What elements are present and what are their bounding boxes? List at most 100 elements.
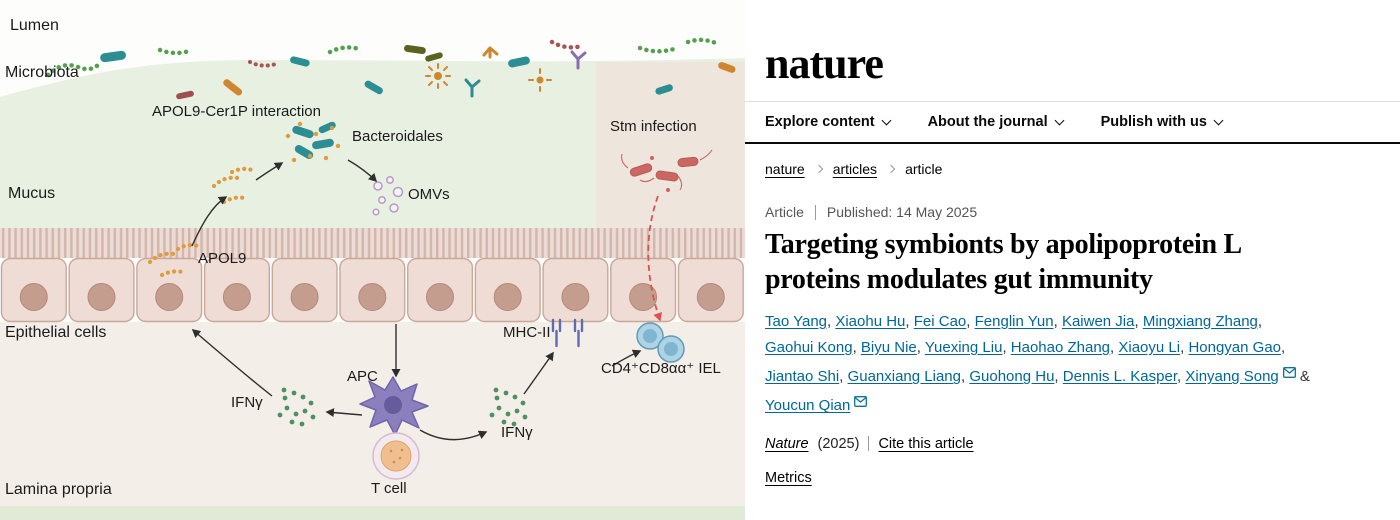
author-ampersand: &: [1295, 368, 1310, 386]
figure-panel: Lumen Microbiota Mucus Epithelial cells …: [0, 17, 745, 520]
t-cell: [372, 432, 420, 480]
nav-explore-content[interactable]: Explore content: [765, 114, 892, 131]
author-link[interactable]: Dennis L. Kasper: [1062, 368, 1178, 386]
annotation-bacteroidales: Bacteroidales: [352, 128, 443, 145]
journal-year: (2025): [817, 435, 860, 452]
annotation-apol9-cer1p: APOL9-Cer1P interaction: [152, 103, 321, 120]
nav-label: About the journal: [927, 114, 1048, 131]
author-link[interactable]: Xiaohu Hu: [835, 312, 906, 330]
author-link[interactable]: Xiaoyu Li: [1118, 338, 1181, 356]
author-link[interactable]: Mingxiang Zhang: [1142, 312, 1258, 330]
stm-bacteria: [621, 149, 713, 192]
gut-immunity-figure: Lumen Microbiota Mucus Epithelial cells …: [0, 17, 745, 520]
apol9-cer1p-molecules: [211, 166, 255, 205]
author-link[interactable]: Guanxiang Liang: [847, 368, 961, 386]
infection-arrow: [647, 195, 662, 322]
author-link[interactable]: Fenglin Yun: [974, 312, 1054, 330]
nav-label: Explore content: [765, 114, 875, 131]
author-separator: ,: [1281, 338, 1286, 356]
microbiota-shapes: [45, 37, 736, 100]
nav-publish-with-us[interactable]: Publish with us: [1100, 114, 1224, 131]
email-icon[interactable]: [1282, 361, 1296, 387]
annotation-mhc2: MHC-II: [503, 324, 551, 341]
author-separator: ,: [1053, 312, 1062, 330]
apc-cell: [359, 376, 429, 436]
chevron-down-icon: [1213, 115, 1224, 126]
author-separator: ,: [1002, 338, 1011, 356]
label-lumen: Lumen: [10, 17, 59, 34]
chevron-down-icon: [881, 115, 892, 126]
annotation-t-cell: T cell: [371, 480, 407, 497]
annotation-omvs: OMVs: [408, 186, 450, 203]
omv-cluster: [372, 176, 404, 216]
cite-this-article-link[interactable]: Cite this article: [878, 435, 974, 452]
author-link[interactable]: Youcun Qian: [765, 397, 851, 415]
article-meta: Article Published: 14 May 2025: [745, 204, 1400, 220]
author-link[interactable]: Xinyang Song: [1185, 368, 1279, 386]
annotation-ifng-left: IFNγ: [231, 394, 263, 411]
author-link[interactable]: Biyu Nie: [860, 338, 917, 356]
annotation-ifng-right: IFNγ: [501, 424, 533, 441]
nav-label: Publish with us: [1100, 114, 1207, 131]
author-separator: ,: [1180, 338, 1189, 356]
ifng-cluster-left: [277, 387, 316, 427]
chevron-right-icon: [814, 164, 823, 174]
author-separator: ,: [852, 338, 861, 356]
author-separator: ,: [1134, 312, 1143, 330]
author-separator: ,: [1110, 338, 1119, 356]
author-list: Tao Yang, Xiaohu Hu, Fei Cao, Fenglin Yu…: [745, 309, 1370, 420]
nav-about-the-journal[interactable]: About the journal: [927, 114, 1065, 131]
divider: [868, 436, 870, 452]
citation-row: Nature (2025) Cite this article: [745, 436, 1400, 452]
author-link[interactable]: Hongyan Gao: [1188, 338, 1282, 356]
brush-border: [0, 228, 745, 258]
metrics-row: Metrics: [745, 470, 1400, 486]
author-link[interactable]: Guohong Hu: [969, 368, 1055, 386]
mhc2-icons: [551, 318, 584, 348]
nature-logo[interactable]: nature: [765, 39, 884, 88]
article-title: Targeting symbionts by apolipoprotein L …: [765, 229, 1241, 295]
annotation-iel: CD4⁺CD8αα⁺ IEL: [601, 360, 721, 377]
author-separator: ,: [961, 368, 970, 386]
author-link[interactable]: Tao Yang: [765, 312, 827, 330]
breadcrumb-nature[interactable]: nature: [765, 161, 805, 178]
author-separator: ,: [839, 368, 848, 386]
email-icon[interactable]: [854, 390, 868, 416]
chevron-down-icon: [1054, 115, 1065, 126]
breadcrumb-article: article: [905, 161, 943, 178]
label-mucus: Mucus: [8, 185, 55, 202]
breadcrumb: nature articles article: [745, 161, 1400, 177]
author-separator: ,: [905, 312, 914, 330]
author-link[interactable]: Fei Cao: [913, 312, 967, 330]
breadcrumb-articles[interactable]: articles: [832, 161, 878, 178]
author-link[interactable]: Kaiwen Jia: [1061, 312, 1135, 330]
published-date: Published: 14 May 2025: [826, 204, 978, 221]
bacteroidales-cluster: [285, 121, 341, 163]
author-link[interactable]: Gaohui Kong: [765, 338, 853, 356]
iel-cells: [636, 322, 685, 363]
bottom-strip: [0, 506, 745, 520]
chevron-right-icon: [886, 164, 896, 174]
annotation-apol9: APOL9: [198, 250, 246, 267]
author-separator: ,: [916, 338, 925, 356]
divider: [814, 204, 816, 220]
label-microbiota: Microbiota: [5, 64, 79, 81]
author-link[interactable]: Yuexing Liu: [924, 338, 1003, 356]
apol9-molecules: [147, 242, 201, 278]
author-separator: ,: [1177, 368, 1186, 386]
annotation-apc: APC: [347, 368, 378, 385]
author-link[interactable]: Jiantao Shi: [765, 368, 840, 386]
main-nav: Explore content About the journal Publis…: [745, 101, 1400, 145]
author-separator: ,: [1054, 368, 1063, 386]
author-link[interactable]: Haohao Zhang: [1010, 338, 1111, 356]
author-separator: ,: [966, 312, 975, 330]
label-epithelial-cells: Epithelial cells: [5, 324, 106, 341]
journal-link[interactable]: Nature: [765, 435, 809, 452]
pathway-arrows: [191, 159, 642, 441]
metrics-link[interactable]: Metrics: [765, 469, 812, 486]
author-separator: ,: [827, 312, 836, 330]
article-type: Article: [765, 204, 804, 221]
article-panel: nature Explore content About the journal…: [745, 0, 1400, 520]
author-separator: ,: [1257, 312, 1263, 330]
